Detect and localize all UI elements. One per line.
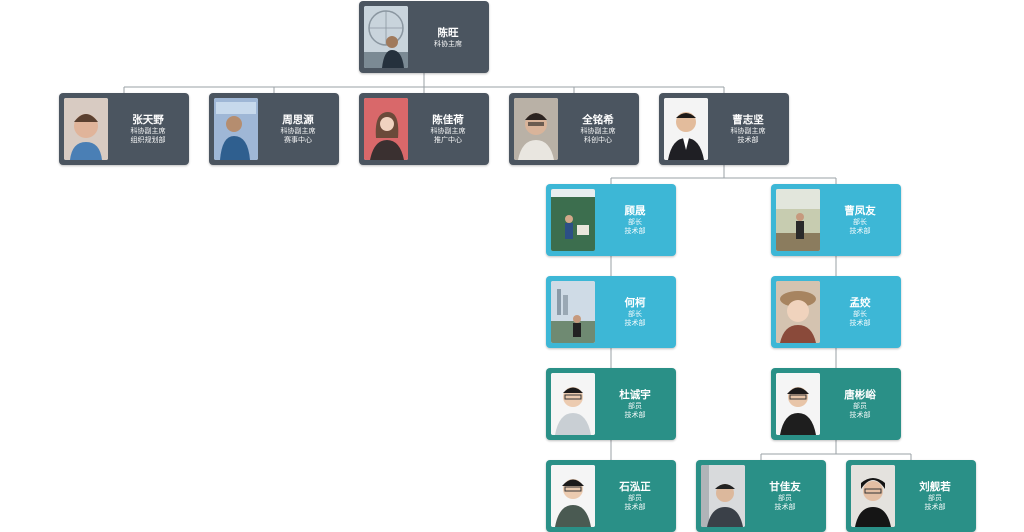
avatar: [364, 98, 408, 160]
avatar: [551, 281, 595, 343]
person-role: 科协副主席: [430, 127, 466, 135]
person-role: 科协副主席: [580, 127, 616, 135]
person-name: 全铭希: [582, 114, 614, 126]
avatar: [551, 189, 595, 251]
person-dept: 技术部: [849, 319, 871, 327]
person-name: 张天野: [132, 114, 164, 126]
person-dept: 技术部: [774, 503, 796, 511]
person-name: 石泓正: [619, 481, 651, 493]
person-role: 部员: [778, 494, 792, 502]
avatar: [851, 465, 895, 527]
avatar: [664, 98, 708, 160]
person-name: 唐彬峪: [844, 389, 876, 401]
node-vice-chair-4[interactable]: 全铭希 科协副主席 科创中心: [509, 93, 639, 165]
avatar: [551, 465, 595, 527]
person-name: 陈佳荷: [432, 114, 464, 126]
person-dept: 技术部: [849, 411, 871, 419]
node-tech-left-1[interactable]: 顾晟 部长 技术部: [546, 184, 676, 256]
node-tech-left-2[interactable]: 何柯 部长 技术部: [546, 276, 676, 348]
node-tech-right-2[interactable]: 孟姣 部长 技术部: [771, 276, 901, 348]
person-name: 顾晟: [624, 205, 646, 217]
person-name: 周思源: [282, 114, 314, 126]
avatar: [64, 98, 108, 160]
avatar: [514, 98, 558, 160]
node-vice-chair-5[interactable]: 曹志坚 科协副主席 技术部: [659, 93, 789, 165]
person-dept: 技术部: [624, 319, 646, 327]
person-role: 部长: [853, 218, 867, 226]
node-tech-left-3[interactable]: 杜诚宇 部员 技术部: [546, 368, 676, 440]
person-name: 何柯: [624, 297, 646, 309]
node-tech-right-1[interactable]: 曹凤友 部长 技术部: [771, 184, 901, 256]
avatar: [776, 281, 820, 343]
person-name: 曹凤友: [844, 205, 876, 217]
person-role: 科协主席: [434, 39, 462, 48]
node-vice-chair-3[interactable]: 陈佳荷 科协副主席 推广中心: [359, 93, 489, 165]
person-role: 部员: [928, 494, 942, 502]
person-role: 部员: [628, 494, 642, 502]
person-name: 孟姣: [849, 297, 871, 309]
person-name: 刘舰若: [919, 481, 951, 493]
person-dept: 推广中心: [434, 136, 462, 144]
person-dept: 赛事中心: [284, 136, 312, 144]
node-vice-chair-2[interactable]: 周思源 科协副主席 赛事中心: [209, 93, 339, 165]
avatar: [701, 465, 745, 527]
person-role: 部员: [628, 402, 642, 410]
node-tech-left-4[interactable]: 石泓正 部员 技术部: [546, 460, 676, 532]
person-dept: 组织规划部: [130, 136, 166, 144]
avatar: [551, 373, 595, 435]
avatar: [364, 6, 408, 68]
avatar: [776, 189, 820, 251]
person-name: 陈旺: [437, 26, 459, 39]
person-dept: 技术部: [624, 411, 646, 419]
person-dept: 技术部: [924, 503, 946, 511]
node-tech-right-3[interactable]: 唐彬峪 部员 技术部: [771, 368, 901, 440]
photo-ferris-wheel: [364, 6, 408, 68]
person-role: 部员: [853, 402, 867, 410]
person-role: 科协副主席: [730, 127, 766, 135]
person-dept: 技术部: [849, 227, 871, 235]
node-vice-chair-1[interactable]: 张天野 科协副主席 组织规划部: [59, 93, 189, 165]
person-name: 杜诚宇: [619, 389, 651, 401]
person-dept: 技术部: [737, 136, 759, 144]
person-dept: 技术部: [624, 503, 646, 511]
node-tech-sub-2[interactable]: 刘舰若 部员 技术部: [846, 460, 976, 532]
node-root[interactable]: 陈旺 科协主席: [359, 1, 489, 73]
person-dept: 科创中心: [584, 136, 612, 144]
person-name: 曹志坚: [732, 114, 764, 126]
person-role: 部长: [628, 218, 642, 226]
person-role: 部长: [853, 310, 867, 318]
avatar: [214, 98, 258, 160]
person-role: 部长: [628, 310, 642, 318]
avatar: [776, 373, 820, 435]
person-dept: 技术部: [624, 227, 646, 235]
person-name: 甘佳友: [769, 481, 801, 493]
person-role: 科协副主席: [280, 127, 316, 135]
node-tech-sub-1[interactable]: 甘佳友 部员 技术部: [696, 460, 826, 532]
person-role: 科协副主席: [130, 127, 166, 135]
